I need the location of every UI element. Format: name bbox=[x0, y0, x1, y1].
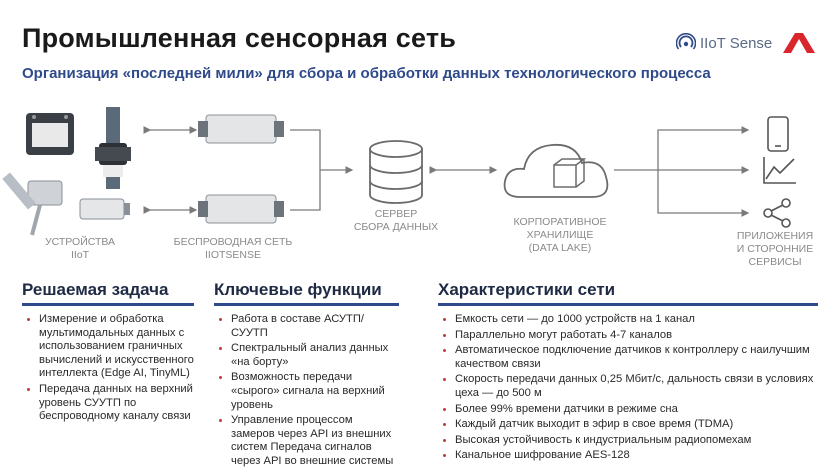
task-list: Измерение и обработка мультимодальных да… bbox=[22, 313, 194, 424]
list-item: Работа в составе АСУТП/СУУТП bbox=[231, 313, 399, 340]
specs-divider bbox=[438, 303, 818, 306]
task-divider bbox=[22, 303, 194, 306]
task-section: Решаемая задача Измерение и обработка му… bbox=[22, 280, 194, 426]
wireless-network-label: БЕСПРОВОДНАЯ СЕТЬ IIOTSENSE bbox=[173, 236, 293, 261]
devices-label: УСТРОЙСТВА IIoT bbox=[44, 236, 116, 261]
functions-list: Работа в составе АСУТП/СУУТП Спектральны… bbox=[214, 313, 399, 469]
functions-section: Ключевые функции Работа в составе АСУТП/… bbox=[214, 280, 399, 471]
list-item: Каждый датчик выходит в эфир в свое врем… bbox=[455, 418, 818, 432]
data-lake-label: КОРПОРАТИВНОЕ ХРАНИЛИЩЕ (DATA LAKE) bbox=[513, 216, 607, 254]
smartphone-icon bbox=[767, 116, 789, 152]
list-item: Спектральный анализ данных «на борту» bbox=[231, 342, 399, 369]
gateway-module-top-icon bbox=[198, 114, 284, 144]
list-item: Канальное шифрование AES-128 bbox=[455, 449, 818, 463]
list-item: Более 99% времени датчики в режиме сна bbox=[455, 403, 818, 417]
logo-text: IIoT Sense bbox=[700, 34, 773, 52]
specs-list: Емкость сети — до 1000 устройств на 1 ка… bbox=[438, 313, 818, 463]
iiot-sense-logo: IIoT Sense bbox=[676, 33, 772, 53]
device-box-icon bbox=[26, 113, 74, 155]
temperature-probe-icon bbox=[2, 172, 63, 236]
signal-icon bbox=[676, 33, 696, 50]
share-icon bbox=[763, 198, 791, 228]
list-item: Высокая устойчивость к индустриальным ра… bbox=[455, 434, 818, 448]
functions-title: Ключевые функции bbox=[214, 280, 382, 299]
brand-mark-icon bbox=[783, 33, 815, 53]
network-diagram bbox=[2, 107, 796, 236]
cloud-storage-icon bbox=[503, 143, 609, 198]
line-chart-icon bbox=[763, 157, 796, 184]
apps-label: ПРИЛОЖЕНИЯ И СТОРОННИЕ СЕРВИСЫ bbox=[736, 230, 814, 268]
server-database-icon bbox=[369, 140, 423, 204]
list-item: Измерение и обработка мультимодальных да… bbox=[39, 313, 194, 381]
server-label: СЕРВЕР СБОРА ДАННЫХ bbox=[353, 208, 439, 233]
task-title: Решаемая задача bbox=[22, 280, 169, 299]
gateway-module-bottom-icon bbox=[198, 194, 284, 224]
pipe-sensor-icon bbox=[95, 107, 131, 189]
list-item: Передача данных на верхний уровень СУУТП… bbox=[39, 383, 194, 424]
specs-title: Характеристики сети bbox=[438, 280, 616, 299]
specs-section: Характеристики сети Емкость сети — до 10… bbox=[438, 280, 818, 465]
functions-divider bbox=[214, 303, 399, 306]
list-item: Автоматическое подключение датчиков к ко… bbox=[455, 344, 818, 371]
page-subtitle: Организация «последней мили» для сбора и… bbox=[22, 65, 711, 82]
list-item: Емкость сети — до 1000 устройств на 1 ка… bbox=[455, 313, 818, 327]
wireless-sensor-icon bbox=[79, 198, 130, 220]
list-item: Скорость передачи данных 0,25 Мбит/с, да… bbox=[455, 373, 818, 400]
list-item: Возможность передачи «сырого» сигнала на… bbox=[231, 371, 399, 412]
list-item: Параллельно могут работать 4-7 каналов bbox=[455, 329, 818, 343]
list-item: Управление процессом замеров через API и… bbox=[231, 414, 399, 468]
page-title: Промышленная сенсорная сеть bbox=[22, 23, 457, 53]
